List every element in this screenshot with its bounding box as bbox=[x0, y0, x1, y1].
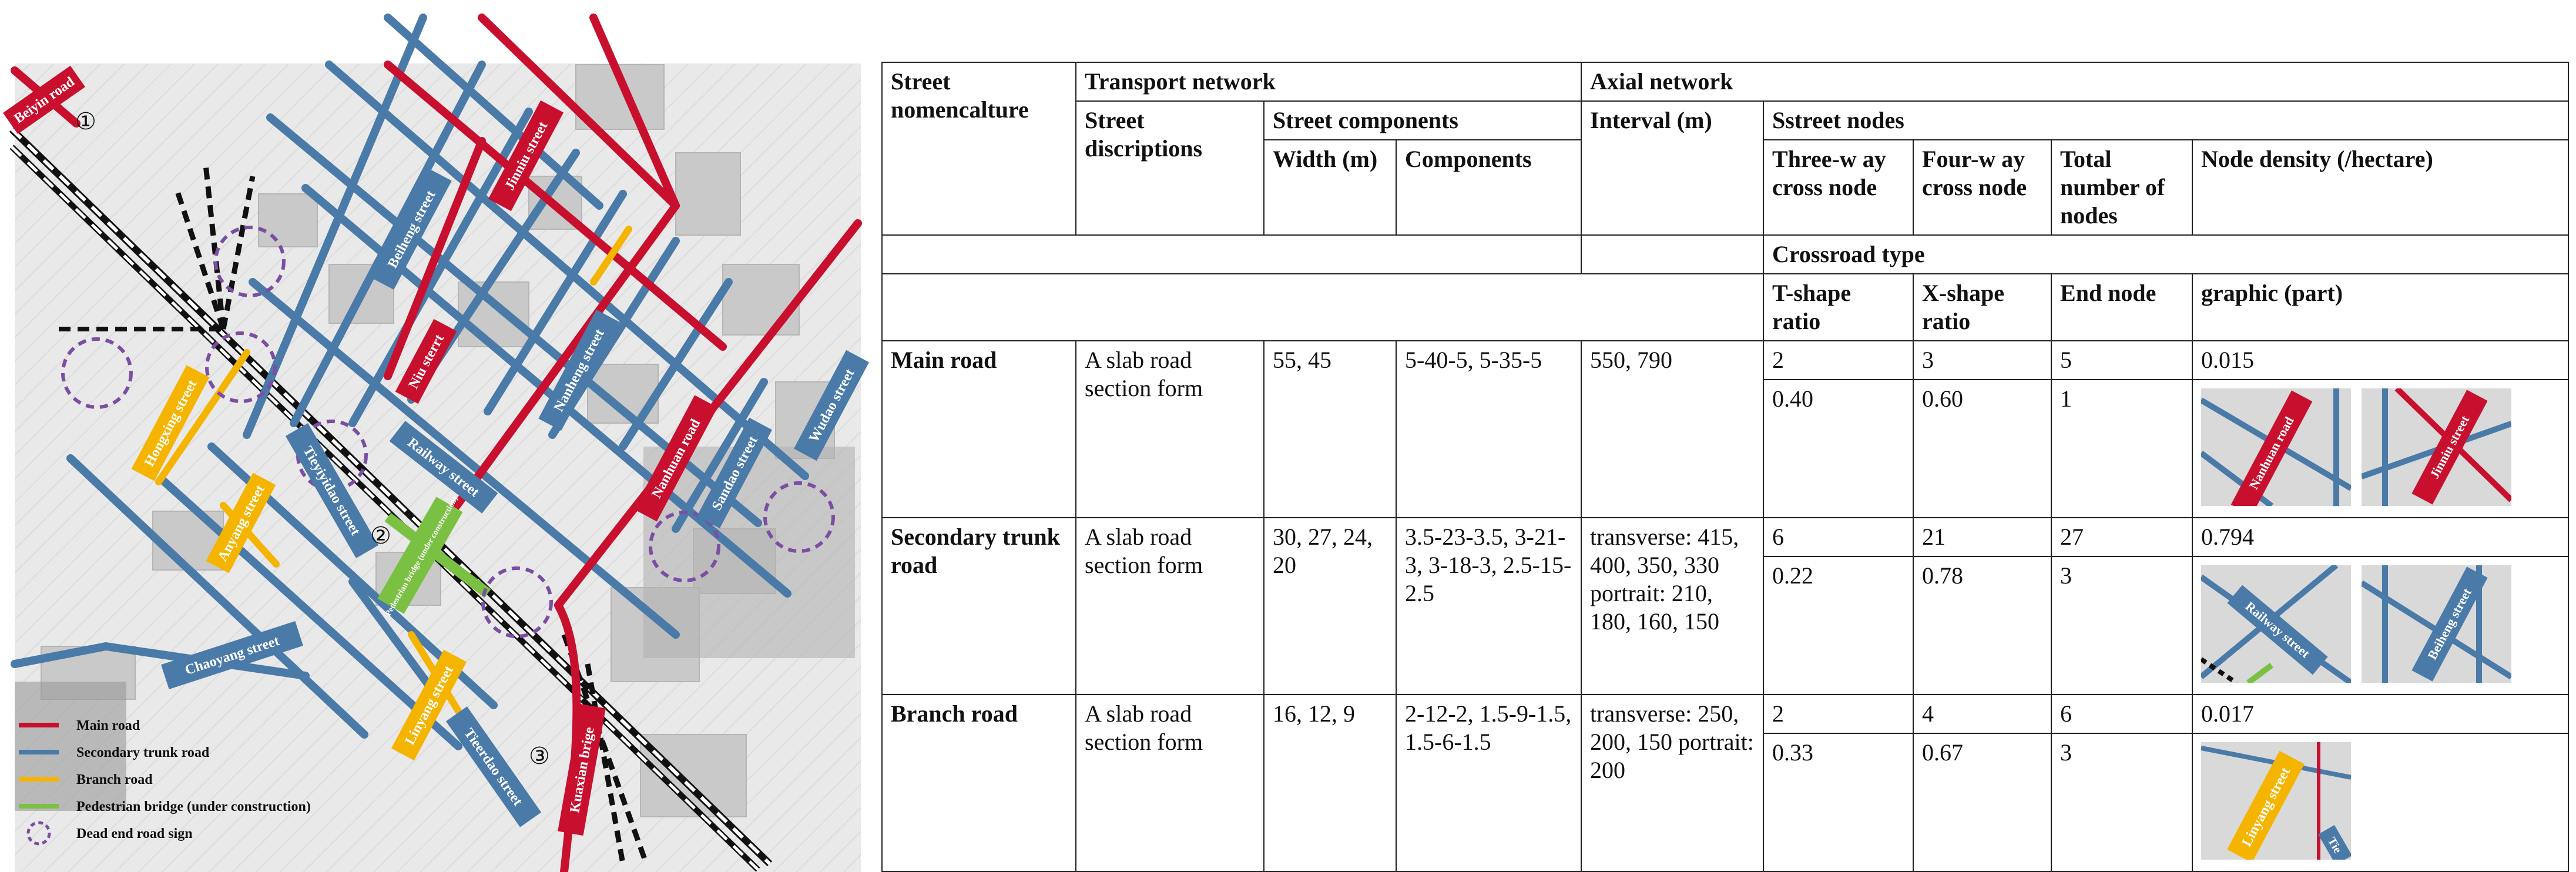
row-sec-total: 27 bbox=[2051, 517, 2193, 557]
legend-secondary: Secondary trunk road bbox=[76, 745, 210, 760]
row-main-t: 0.40 bbox=[1763, 379, 1914, 518]
row-sec-x: 0.78 bbox=[1913, 556, 2052, 695]
marker-1: ① bbox=[75, 108, 96, 135]
table-row: 0.40 0.60 1 Nanhuan road Jinniu street bbox=[882, 379, 2570, 518]
row-branch-t: 0.33 bbox=[1763, 733, 1914, 872]
hdr-x-shape: X-shape ratio bbox=[1913, 273, 2052, 341]
row-sec-three: 6 bbox=[1763, 517, 1914, 557]
table-row: 0.33 0.67 3 Linyang street Tie bbox=[882, 733, 2570, 872]
row-branch-interval: transverse: 250, 200, 150 portrait: 200 bbox=[1581, 694, 1765, 872]
hdr-three-way: Three-w ay cross node bbox=[1763, 139, 1914, 236]
row-sec-name: Secondary trunk road bbox=[881, 517, 1076, 695]
row-sec-comp: 3.5-23-3.5, 3-21-3, 3-18-3, 2.5-15-2.5 bbox=[1395, 517, 1582, 695]
hdr-graphic: graphic (part) bbox=[2192, 273, 2570, 341]
hdr-interval-spacer bbox=[1581, 235, 1765, 274]
row-main-x: 0.60 bbox=[1913, 379, 2052, 518]
street-network-table: Street nomencalture Transport network Ax… bbox=[881, 62, 2570, 872]
hdr-four-way: Four-w ay cross node bbox=[1913, 139, 2052, 236]
legend-deadend-swatch bbox=[26, 821, 51, 846]
row-branch-name: Branch road bbox=[881, 694, 1076, 872]
row-sec-t: 0.22 bbox=[1763, 556, 1914, 695]
row-branch-density: 0.017 bbox=[2192, 694, 2570, 734]
hdr-descriptions: Street discriptions bbox=[1075, 100, 1264, 236]
table-row: 0.22 0.78 3 Railway street Beiheng stree… bbox=[882, 556, 2570, 695]
row-branch-four: 4 bbox=[1913, 694, 2052, 734]
hdr-width: Width (m) bbox=[1263, 139, 1397, 236]
row-main-four: 3 bbox=[1913, 340, 2052, 380]
hdr-components: Components bbox=[1395, 139, 1582, 236]
hdr-spacer-2 bbox=[881, 274, 1765, 341]
legend-pedestrian: Pedestrian bridge (under construction) bbox=[76, 799, 311, 814]
row-main-end: 1 bbox=[2051, 379, 2193, 518]
hdr-density: Node density (/hectare) bbox=[2192, 139, 2570, 236]
thumb-railway: Railway street bbox=[2201, 565, 2352, 683]
table-row: Secondary trunk road A slab road section… bbox=[881, 517, 2570, 695]
hdr-total: Total number of nodes bbox=[2051, 139, 2193, 236]
legend-main: Main road bbox=[76, 718, 140, 733]
legend-branch: Branch road bbox=[76, 772, 153, 787]
row-branch-total: 6 bbox=[2051, 694, 2193, 734]
row-branch-graphic: Linyang street Tie bbox=[2192, 733, 2570, 872]
hdr-axial: Axial network bbox=[1581, 62, 2570, 102]
legend-deadend: Dead end road sign bbox=[76, 826, 193, 841]
thumb-linyang: Linyang street Tie bbox=[2201, 742, 2352, 860]
row-branch-comp: 2-12-2, 1.5-9-1.5, 1.5-6-1.5 bbox=[1395, 694, 1582, 872]
hdr-interval: Interval (m) bbox=[1581, 100, 1765, 236]
row-main-name: Main road bbox=[881, 340, 1076, 518]
thumb-beiheng: Beiheng street bbox=[2362, 565, 2512, 683]
marker-2: ② bbox=[370, 522, 391, 549]
row-branch-end: 3 bbox=[2051, 733, 2193, 872]
row-branch-width: 16, 12, 9 bbox=[1263, 694, 1397, 872]
row-main-graphic: Nanhuan road Jinniu street bbox=[2192, 379, 2570, 518]
hdr-nomenclature: Street nomencalture bbox=[881, 62, 1076, 236]
hdr-t-shape: T-shape ratio bbox=[1763, 273, 1914, 341]
row-main-comp: 5-40-5, 5-35-5 bbox=[1395, 340, 1582, 518]
hdr-spacer bbox=[881, 235, 1582, 274]
table-row: Branch road A slab road section form 16,… bbox=[881, 694, 2570, 872]
row-sec-end: 3 bbox=[2051, 556, 2193, 695]
thumb-nanhuan: Nanhuan road bbox=[2201, 388, 2352, 506]
row-main-interval: 550, 790 bbox=[1581, 340, 1765, 518]
row-sec-graphic: Railway street Beiheng street bbox=[2192, 556, 2570, 695]
row-branch-x: 0.67 bbox=[1913, 733, 2052, 872]
numbered-markers: ① ② ③ bbox=[75, 108, 550, 770]
hdr-transport: Transport network bbox=[1075, 62, 1582, 102]
row-main-density: 0.015 bbox=[2192, 340, 2570, 380]
row-main-desc: A slab road section form bbox=[1075, 340, 1264, 518]
row-sec-width: 30, 27, 24, 20 bbox=[1263, 517, 1397, 695]
row-sec-interval: transverse: 415, 400, 350, 330 portrait:… bbox=[1581, 517, 1765, 695]
table-row: Main road A slab road section form 55, 4… bbox=[881, 340, 2570, 518]
row-branch-three: 2 bbox=[1763, 694, 1914, 734]
row-branch-desc: A slab road section form bbox=[1075, 694, 1264, 872]
row-sec-four: 21 bbox=[1913, 517, 2052, 557]
map-legend: Main road Secondary trunk road Branch ro… bbox=[19, 718, 311, 846]
row-main-total: 5 bbox=[2051, 340, 2193, 380]
hdr-nodes: Sstreet nodes bbox=[1763, 100, 2570, 140]
row-sec-desc: A slab road section form bbox=[1075, 517, 1264, 695]
marker-3: ③ bbox=[529, 743, 550, 770]
street-network-map: Beiyin road Jinniu street Beiheng street… bbox=[0, 0, 870, 872]
map-canvas: Beiyin road Jinniu street Beiheng street… bbox=[3, 14, 870, 872]
hdr-end-node: End node bbox=[2051, 273, 2193, 341]
hdr-components-group: Street components bbox=[1263, 100, 1582, 140]
row-sec-density: 0.794 bbox=[2192, 517, 2570, 557]
thumb-jinniu: Jinniu street bbox=[2362, 388, 2512, 506]
hdr-crossroad: Crossroad type bbox=[1763, 234, 2570, 274]
row-main-width: 55, 45 bbox=[1263, 340, 1397, 518]
row-main-three: 2 bbox=[1763, 340, 1914, 380]
